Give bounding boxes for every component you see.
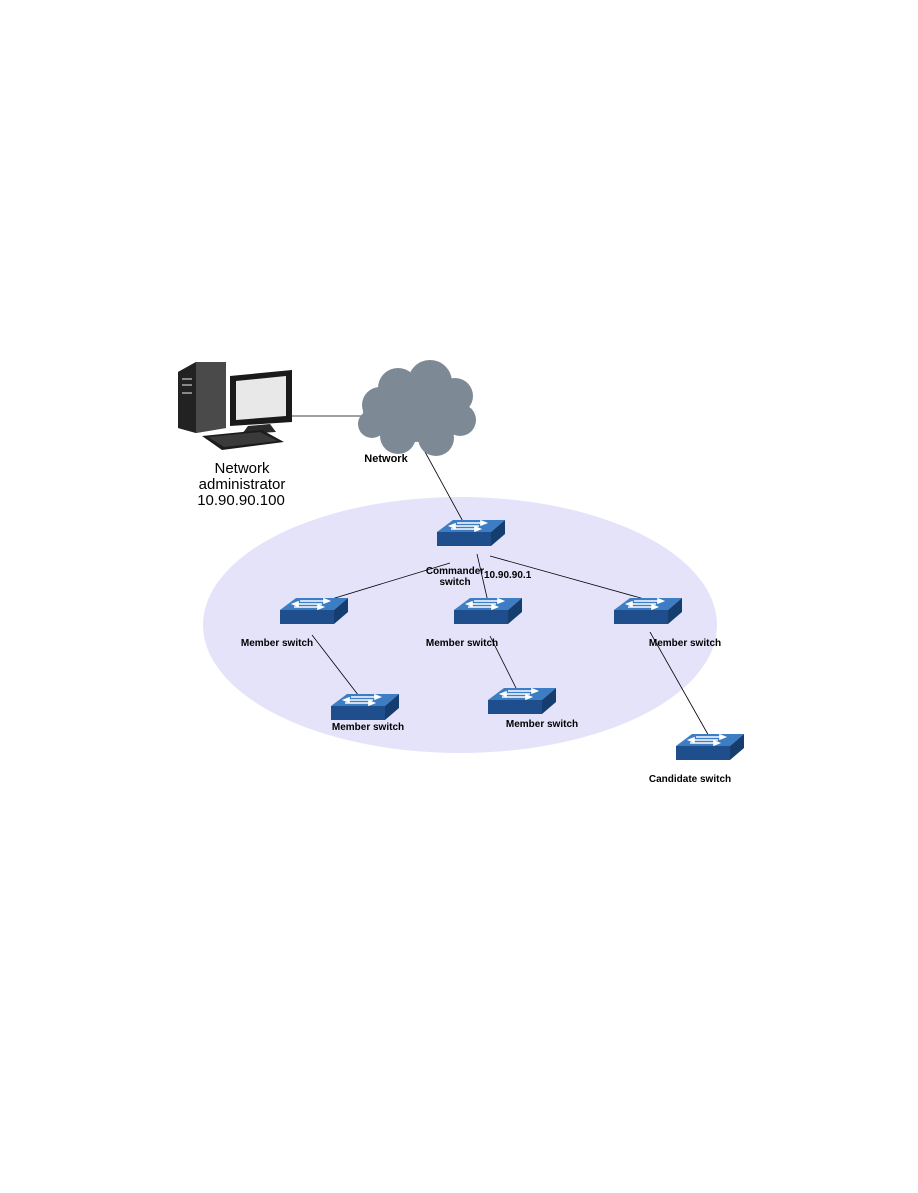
link-network-commander xyxy=(423,449,467,528)
member-switch-2-icon xyxy=(454,597,522,624)
network-cloud-icon xyxy=(358,360,476,456)
commander-label-line1: Commander xyxy=(426,566,484,577)
commander-label-line2: switch xyxy=(439,577,470,588)
commander-ip: 10.90.90.1 xyxy=(484,570,532,581)
cluster-area xyxy=(203,497,717,753)
member-switch-1-label: Member switch xyxy=(241,638,313,649)
link-member3-candidate xyxy=(649,631,711,739)
member-switch-4-label: Member switch xyxy=(332,722,404,733)
admin-label-line2: administrator xyxy=(199,476,286,493)
member-switch-1-icon xyxy=(280,597,348,624)
member-switch-5-label: Member switch xyxy=(506,719,578,730)
link-member1-member4 xyxy=(311,634,363,701)
member-switch-3-icon xyxy=(614,597,682,624)
link-member2-member5 xyxy=(489,635,519,693)
commander-switch-icon xyxy=(437,519,505,546)
candidate-switch-icon xyxy=(676,733,744,760)
link-commander-member3 xyxy=(489,555,649,601)
admin-label-line1: Network xyxy=(214,460,270,477)
network-label: Network xyxy=(364,453,408,465)
member-switch-3-label: Member switch xyxy=(649,638,721,649)
member-switch-4-icon xyxy=(331,693,399,720)
admin-ip: 10.90.90.100 xyxy=(197,492,285,509)
member-switch-2-label: Member switch xyxy=(426,638,498,649)
link-commander-member2 xyxy=(476,553,489,603)
admin-pc-icon xyxy=(178,362,292,450)
candidate-switch-label: Candidate switch xyxy=(649,774,731,785)
member-switch-5-icon xyxy=(488,687,556,714)
